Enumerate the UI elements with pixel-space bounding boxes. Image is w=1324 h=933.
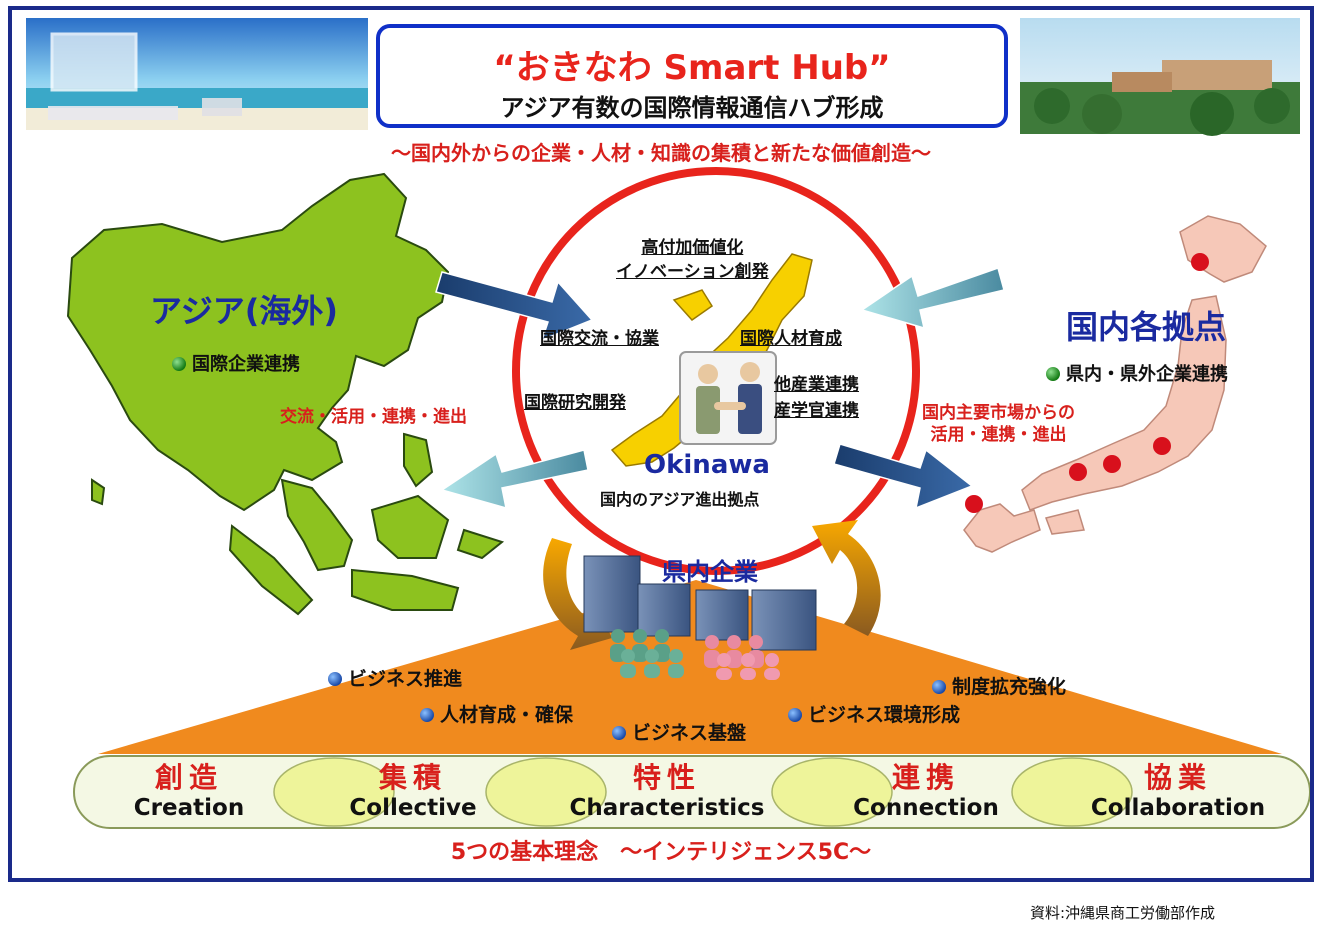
arrow-okinawa-to-asia [440,449,589,510]
blue-bullet-icon [420,708,434,722]
arrow-okinawa-to-japan [833,443,974,510]
japan-label: 国内各拠点 [1066,308,1227,346]
principle-connection: 連携 Connection [853,761,999,822]
handshake-photo [679,351,777,445]
okinawa-caption: 国内のアジア進出拠点 [600,490,760,509]
local-item-1: ビジネス推進 [328,664,462,691]
green-bullet-icon [1046,367,1060,381]
page-title: “おきなわ Smart Hub” [493,48,891,88]
blue-bullet-icon [612,726,626,740]
japan-map [963,215,1267,553]
japan-flow-label: 国内主要市場からの 活用・連携・進出 [922,403,1075,445]
okinawa-right-upper: 国際人材育成 [740,329,842,349]
japan-bullet: 県内・県外企業連携 [1046,360,1228,386]
local-business-label: 県内企業 [662,558,758,586]
diagram-artwork [26,18,1310,829]
beach-photo [26,18,368,130]
asia-map [66,172,505,616]
local-item-3: ビジネス基盤 [612,718,746,745]
local-item-5: 制度拡充強化 [932,672,1066,699]
diagram-frame: “おきなわ Smart Hub” アジア有数の国際情報通信ハブ形成 ～国内外から… [8,6,1314,882]
local-item-4: ビジネス環境形成 [788,700,960,727]
okinawa-right-lower: 他産業連携 産学官連携 [774,375,859,421]
okinawa-top-label: 高付加価値化 イノベーション創発 [616,238,769,282]
principles-caption: 5つの基本理念 ～インテリジェンス5C～ [450,840,872,865]
asia-label: アジア(海外) [150,292,338,330]
okinawa-left-lower: 国際研究開発 [524,393,626,413]
title-box: “おきなわ Smart Hub” アジア有数の国際情報通信ハブ形成 [376,24,1008,128]
arrow-japan-to-okinawa [860,267,1005,330]
arrow-curve-right [812,520,881,636]
buildings-icon [583,555,817,651]
asia-flow-label: 交流・活用・連携・進出 [280,407,467,427]
okinawa-name: Okinawa [644,450,770,480]
principle-collective: 集積 Collective [349,761,477,822]
principle-collaboration: 協業 Collaboration [1090,761,1266,822]
page-subtitle: アジア有数の国際情報通信ハブ形成 [500,94,884,122]
local-item-2: 人材育成・確保 [420,700,573,727]
blue-bullet-icon [932,680,946,694]
local-business-pyramid [98,580,1282,754]
arrow-asia-to-okinawa [435,271,594,342]
principle-characteristics: 特性 Characteristics [569,761,765,822]
blue-bullet-icon [788,708,802,722]
source-credit: 資料:沖縄県商工労働部作成 [1030,904,1216,922]
tagline: ～国内外からの企業・人材・知識の集積と新たな価値創造～ [391,141,931,165]
green-bullet-icon [172,357,186,371]
asia-bullet: 国際企業連携 [172,350,300,376]
principle-creation: 創造 Creation [133,761,245,822]
blue-bullet-icon [328,672,342,686]
people-icon [610,629,780,680]
resort-photo [1020,18,1300,136]
okinawa-left-upper: 国際交流・協業 [540,329,659,349]
